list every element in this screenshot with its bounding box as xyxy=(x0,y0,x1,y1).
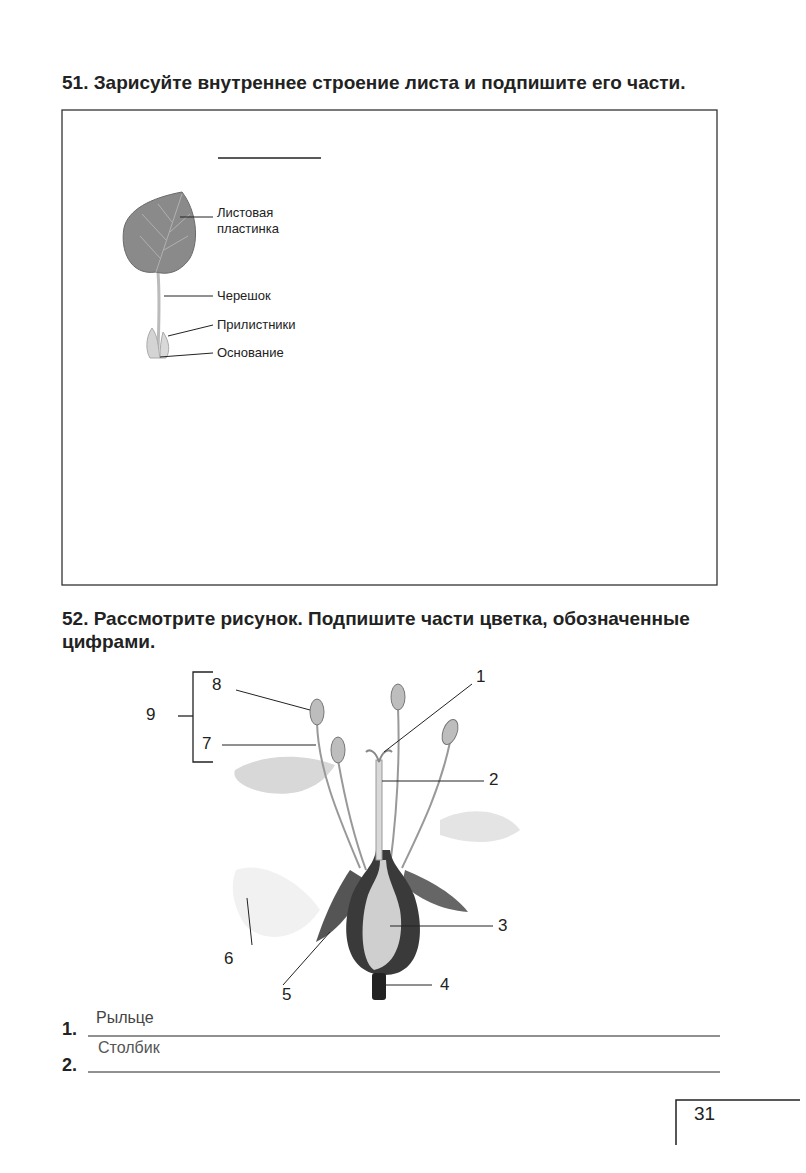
callout-number: 1 xyxy=(476,667,496,687)
part-label: Черешок xyxy=(217,288,337,304)
callout-number: 9 xyxy=(146,705,166,725)
callout-number: 4 xyxy=(440,975,460,995)
answer-number: 1. xyxy=(62,1019,92,1041)
page-number: 31 xyxy=(694,1103,734,1126)
callout-number: 7 xyxy=(202,734,222,754)
task-heading: 51. Зарисуйте внутреннее строение листа … xyxy=(62,72,762,95)
callout-number: 3 xyxy=(498,916,518,936)
answer-number: 2. xyxy=(62,1055,92,1077)
task-heading: 52. Рассмотрите рисунок. Подпишите части… xyxy=(62,608,732,654)
callout-number: 6 xyxy=(224,949,244,969)
callout-number: 8 xyxy=(212,675,232,695)
callout-number: 2 xyxy=(489,770,509,790)
answer-text: Рыльце xyxy=(96,1008,296,1027)
answer-text: Столбик xyxy=(98,1038,298,1057)
part-label: Основание xyxy=(217,345,337,361)
callout-number: 5 xyxy=(282,985,302,1005)
part-label: Листовая пластинка xyxy=(217,205,317,236)
part-label: Прилистники xyxy=(217,317,337,333)
